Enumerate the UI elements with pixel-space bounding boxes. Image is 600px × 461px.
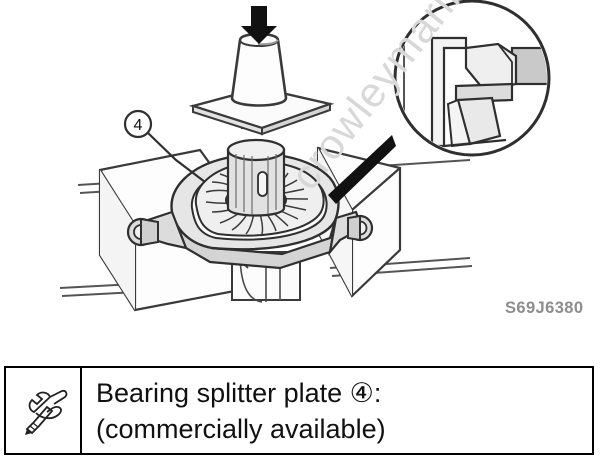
flat-press-plate [188,86,335,136]
caption-box: Bearing splitter plate ④: (commercially … [4,366,594,455]
caption-text-cell: Bearing splitter plate ④: (commercially … [82,368,592,453]
press-arrow-icon [241,6,277,44]
caption-line-2: (commercially available) [96,413,386,444]
callout-4: 4 [123,109,206,183]
callout-number: 4 [134,117,143,134]
clamp-bolt-left [126,217,159,247]
drive-shaft [226,107,286,217]
tool-icon-cell [6,368,82,453]
clamp-bolt-right [346,214,374,242]
detail-pointer [328,135,396,204]
press-ram [230,32,288,107]
magnified-detail-circle [393,0,551,157]
part-code-label: S69J6380 [505,299,584,317]
tool-icon [25,389,68,435]
technical-illustration: 4 [59,0,551,312]
caption-line-1: Bearing splitter plate ④: [96,377,382,408]
